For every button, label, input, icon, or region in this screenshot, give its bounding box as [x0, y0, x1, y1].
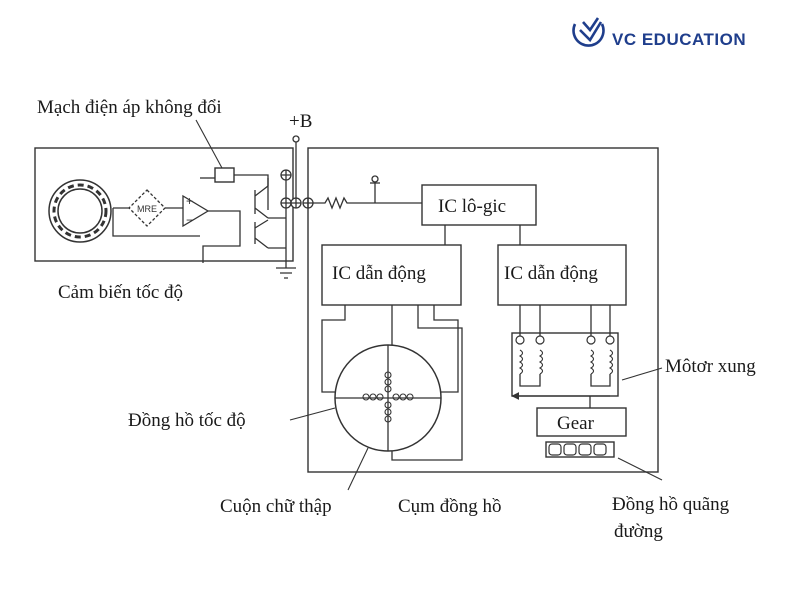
odometer-label-line1: Đồng hồ quãng [612, 494, 730, 515]
driver-ic-right-block [497, 244, 627, 306]
brand-logo: VC EDUCATION [572, 17, 746, 49]
supply-line [285, 142, 297, 268]
resistor-symbol [313, 175, 422, 210]
magnet-ring-icon [48, 179, 112, 243]
speedometer-label: Đồng hồ tốc độ [128, 410, 246, 431]
stepper-motor-label: Môtơr xung [665, 356, 756, 377]
constant-voltage-label: Mạch điện áp không đổi [37, 97, 222, 118]
logic-ic-outputs [444, 225, 521, 245]
speedometer-gauge [321, 305, 463, 461]
speed-sensor-box [34, 147, 294, 262]
meter-assembly-box [307, 147, 659, 473]
transistor-symbols [254, 178, 286, 249]
mre-label: MRE [137, 204, 157, 214]
gear-block [536, 407, 627, 437]
constant-voltage-block [214, 167, 235, 183]
logic-ic-block [421, 184, 537, 226]
odometer-digits [545, 441, 615, 458]
svg-text:+: + [186, 194, 193, 208]
driver-ic-left-label: IC dẫn động [332, 263, 426, 284]
op-amp-symbol: + − [182, 194, 241, 263]
meter-assembly-label: Cụm đồng hồ [398, 496, 501, 517]
shield-icon [572, 17, 605, 47]
svg-text:−: − [186, 213, 193, 227]
mre-bridge: MRE [112, 189, 200, 237]
leader-lines [195, 119, 663, 491]
brand-name: VC EDUCATION [612, 30, 746, 49]
plus-b-label: +B [289, 111, 312, 132]
ground-icon [276, 267, 296, 279]
driver-ic-right-label: IC dẫn động [504, 263, 598, 284]
logic-ic-label: IC lô-gic [438, 196, 506, 217]
stepper-motor [511, 305, 619, 408]
gear-label: Gear [557, 413, 595, 434]
speed-sensor-label: Cảm biến tốc độ [58, 282, 183, 303]
odometer-label-line2: đường [614, 521, 663, 542]
cross-coil-label: Cuộn chữ thập [220, 496, 332, 517]
cross-coil-icon [362, 371, 414, 423]
